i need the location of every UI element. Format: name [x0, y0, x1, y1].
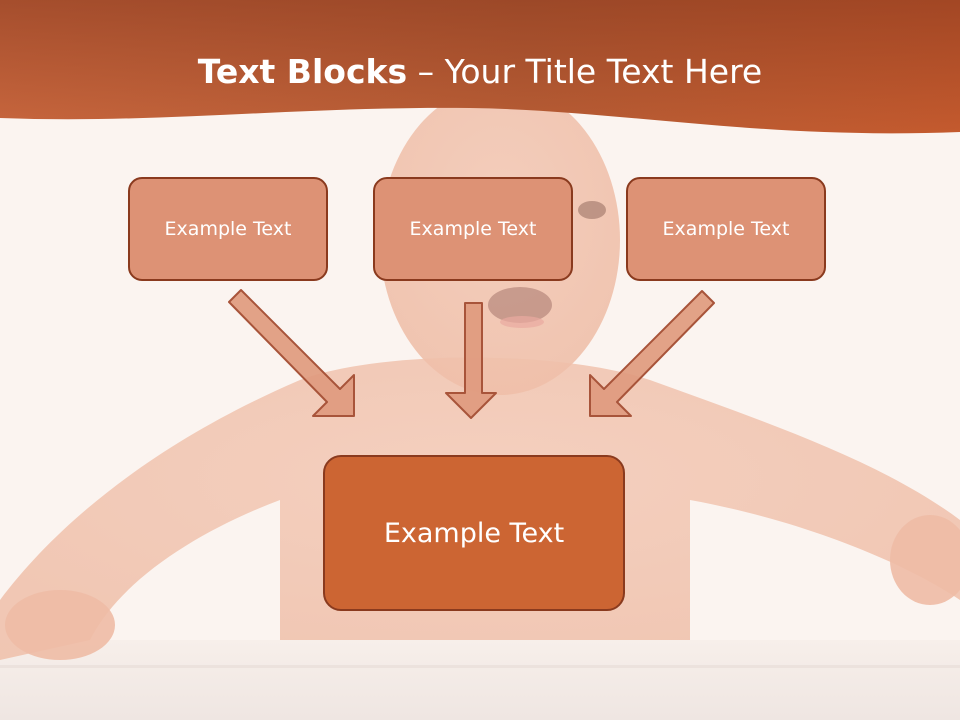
result-text-box-label: Example Text	[383, 517, 565, 549]
arrow-center-down	[445, 302, 497, 419]
text-box-2-label: Example Text	[409, 218, 537, 240]
arrow-left-diagonal	[228, 289, 355, 417]
text-box-3-label: Example Text	[662, 218, 790, 240]
title-bold-part: Text Blocks	[197, 52, 408, 91]
text-box-1-label: Example Text	[164, 218, 292, 240]
text-box-1[interactable]: Example Text	[128, 177, 328, 281]
arrow-right-diagonal	[589, 290, 715, 417]
title-dash: –	[407, 52, 445, 91]
slide-title: Text Blocks – Your Title Text Here	[0, 52, 960, 91]
text-box-2[interactable]: Example Text	[373, 177, 573, 281]
title-rest: Your Title Text Here	[444, 52, 763, 91]
text-box-3[interactable]: Example Text	[626, 177, 826, 281]
result-text-box[interactable]: Example Text	[323, 455, 625, 611]
header-band	[0, 0, 960, 134]
